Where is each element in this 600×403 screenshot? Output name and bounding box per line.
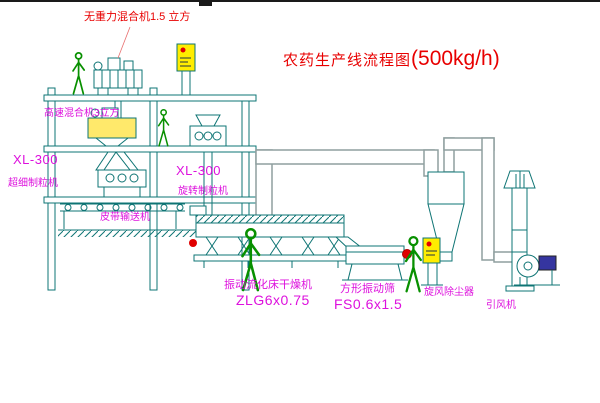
control-panel-right — [421, 237, 443, 286]
label-granulator-left-model: XL-300 — [13, 152, 58, 167]
panel-indicator-light — [426, 241, 432, 247]
label-high-speed-mixer: 高速混合机3立方 — [44, 108, 120, 119]
vibrating-sieve — [342, 245, 412, 281]
control-panel-top — [176, 43, 196, 95]
belt-conveyor — [60, 203, 185, 229]
gravity-mixer — [93, 26, 143, 118]
label-belt-conveyor: 皮带输送机 — [100, 212, 150, 223]
label-fluid-bed-dryer-name: 振动流化床干燥机 — [224, 279, 312, 291]
worker-figure-second-floor — [157, 109, 170, 147]
worker-figure-top-floor — [72, 52, 86, 95]
building-frame — [43, 87, 257, 291]
label-granulator-left-name: 超细制粒机 — [8, 178, 58, 189]
high-speed-mixer — [87, 107, 137, 147]
window-top-edge — [0, 0, 600, 6]
induced-draft-fan — [514, 254, 560, 286]
label-vibrating-sieve-name: 方形振动筛 — [340, 283, 395, 295]
label-gravity-mixer: 无重力混合机1.5 立方 — [84, 11, 191, 23]
label-granulator-right-model: XL-300 — [176, 163, 221, 178]
dryer-vibration-motor — [189, 239, 197, 247]
panel-indicator-light — [180, 47, 186, 53]
diagram-title: 农药生产线流程图(500kg/h) — [283, 47, 500, 70]
label-fan: 引风机 — [486, 300, 516, 311]
label-granulator-right-name: 旋转制粒机 — [178, 186, 228, 197]
label-fluid-bed-dryer-model: ZLG6x0.75 — [236, 292, 310, 308]
fan-motor — [538, 255, 557, 271]
granulator-right — [189, 114, 227, 215]
granulator-left — [97, 169, 147, 197]
label-cyclone: 旋风除尘器 — [424, 287, 474, 298]
diagram-title-cn: 农药生产线流程图 — [283, 52, 412, 69]
y-branch-pipe — [95, 151, 140, 171]
worker-figure-near-sieve — [404, 235, 422, 293]
diagram-title-capacity: (500kg/h) — [411, 47, 500, 70]
label-vibrating-sieve-model: FS0.6x1.5 — [334, 296, 403, 312]
exhaust-ducting — [255, 137, 515, 263]
fluid-bed-dryer — [189, 205, 347, 268]
